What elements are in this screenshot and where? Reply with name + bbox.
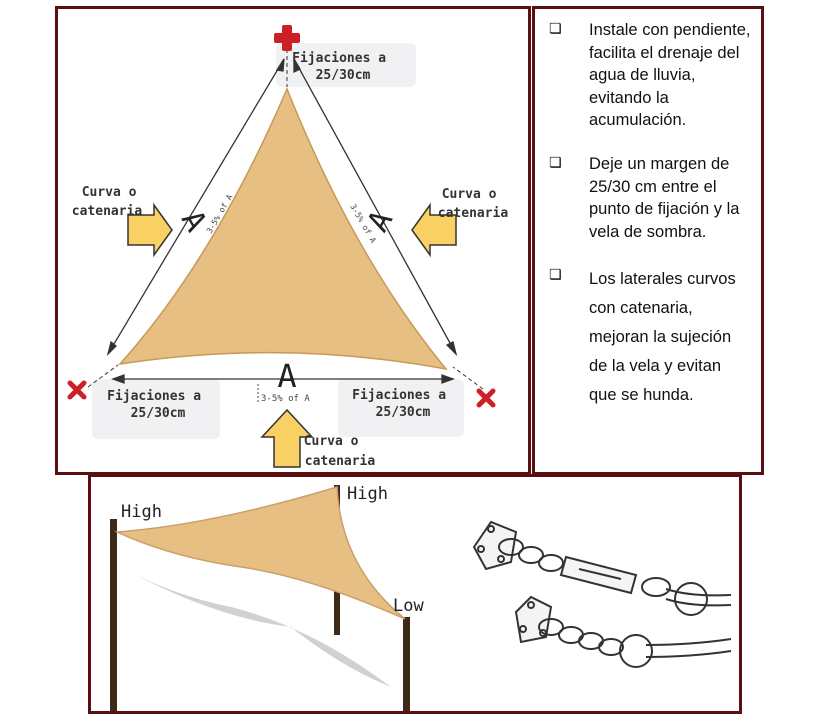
curve-right-line1: Curva o: [442, 187, 497, 202]
tip-text: Deje un margen de 25/30 cm entre el punt…: [589, 155, 740, 241]
chain-hook-hardware-icon: [514, 595, 732, 668]
svg-text:Curva o catenaria: Curva o catenaria: [304, 434, 376, 469]
shade-sail-triangle: [118, 87, 448, 371]
sloped-sail: [114, 486, 406, 620]
tip-item: ❏ Instale con pendiente, facilita el dre…: [549, 19, 759, 132]
tips-panel: ❏ Instale con pendiente, facilita el dre…: [532, 6, 764, 475]
fix-left-line2: 25/30cm: [131, 406, 186, 421]
installation-panel: High High Low: [88, 474, 742, 714]
tip-text: Instale con pendiente, facilita el drena…: [589, 21, 751, 129]
sag-label-bottom: 3-5% of A: [261, 394, 310, 404]
cross-marker-right-icon: [476, 388, 496, 408]
label-high-left: High: [121, 502, 162, 522]
curve-bottom-line1: Curva o: [304, 434, 359, 449]
turnbuckle-hardware-icon: [472, 520, 732, 616]
fix-top-line1: Fijaciones a: [292, 51, 386, 66]
sail-diagram: Fijaciones a 25/30cm Fijaciones a 25/30c…: [67, 25, 509, 469]
fix-top-line2: 25/30cm: [316, 68, 371, 83]
svg-text:Fijaciones a 25/30cm: Fijaciones a 25/30cm: [292, 51, 394, 83]
cross-marker-left-icon: [67, 380, 87, 400]
sail-diagram-panel: Fijaciones a 25/30cm Fijaciones a 25/30c…: [55, 6, 531, 475]
curve-left-arrow-icon: [127, 202, 173, 258]
curve-right-arrow-icon: [411, 202, 457, 258]
sag-letter-bottom: A: [277, 357, 296, 395]
checkbox-icon: ❏: [549, 155, 562, 171]
fix-left-line1: Fijaciones a: [107, 389, 201, 404]
fix-right-line2: 25/30cm: [376, 405, 431, 420]
svg-text:Fijaciones a 25/30cm: Fijaciones a 25/30cm: [107, 389, 209, 421]
checkbox-icon: ❏: [549, 267, 562, 283]
fix-right-line1: Fijaciones a: [352, 388, 446, 403]
svg-text:Curva o catenaria: Curva o catenaria: [438, 187, 509, 221]
curve-left-line1: Curva o: [82, 185, 137, 200]
tip-item: ❏ Los laterales curvos con catenaria, me…: [549, 265, 759, 410]
plus-marker-icon: [274, 25, 300, 51]
svg-text:Fijaciones a 25/30cm: Fijaciones a 25/30cm: [352, 388, 454, 420]
fix-right-bg: [338, 379, 464, 437]
fix-left-bg: [92, 379, 220, 439]
installation-illustration: High High Low: [110, 484, 732, 711]
pole-left: [110, 519, 117, 711]
curve-bottom-line2: catenaria: [305, 454, 376, 469]
checkbox-icon: ❏: [549, 21, 562, 37]
tip-item: ❏ Deje un margen de 25/30 cm entre el pu…: [549, 153, 759, 243]
tip-text: Los laterales curvos con catenaria, mejo…: [589, 270, 736, 404]
curve-left-line2: catenaria: [72, 204, 143, 219]
label-high-right: High: [347, 484, 388, 504]
fix-top-bg: [276, 43, 416, 87]
pole-right: [403, 617, 410, 711]
svg-text:Curva o catenaria: Curva o catenaria: [72, 185, 145, 219]
curve-right-line2: catenaria: [438, 206, 509, 221]
curve-bottom-arrow-icon: [260, 408, 314, 468]
label-low: Low: [393, 596, 424, 616]
